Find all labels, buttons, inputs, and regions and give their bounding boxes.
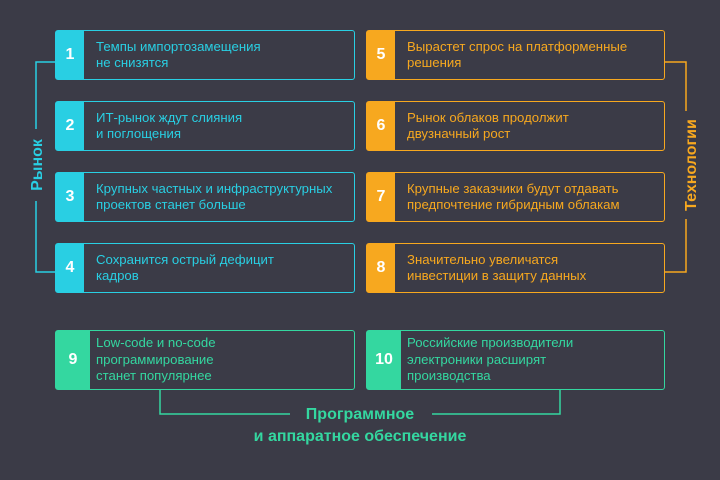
prediction-card-1: 1 Темпы импортозамещения не снизятся <box>55 30 355 80</box>
prediction-card-6: 6 Рынок облаков продолжит двузначный рос… <box>366 101 665 151</box>
prediction-card-7: 7 Крупные заказчики будут отдавать предп… <box>366 172 665 222</box>
card-number: 3 <box>56 173 84 221</box>
card-text: Рынок облаков продолжит двузначный рост <box>407 109 569 142</box>
software-bracket-right <box>432 390 561 415</box>
prediction-card-9: 9 Low-code и no-code программирование ст… <box>55 330 355 390</box>
prediction-card-4: 4 Сохранится острый дефицит кадров <box>55 243 355 293</box>
card-text: Крупные заказчики будут отдавать предпоч… <box>407 180 620 213</box>
software-bracket <box>159 390 290 415</box>
card-number: 10 <box>367 331 401 389</box>
card-text: Темпы импортозамещения не снизятся <box>96 38 261 71</box>
card-number: 2 <box>56 102 84 150</box>
card-text: Сохранится острый дефицит кадров <box>96 251 274 284</box>
card-text: Вырастет спрос на платформенные решения <box>407 38 628 71</box>
prediction-card-2: 2 ИТ-рынок ждут слияния и поглощения <box>55 101 355 151</box>
market-group-label: Рынок <box>29 129 47 201</box>
card-text: Low-code и no-code программирование стан… <box>96 335 216 384</box>
prediction-card-5: 5 Вырастет спрос на платформенные решени… <box>366 30 665 80</box>
card-number: 8 <box>367 244 395 292</box>
software-hardware-group-label: Программное и аппаратное обеспечение <box>253 406 467 445</box>
card-number: 4 <box>56 244 84 292</box>
card-number: 7 <box>367 173 395 221</box>
card-number: 5 <box>367 31 395 79</box>
card-text: ИТ-рынок ждут слияния и поглощения <box>96 109 243 142</box>
prediction-card-10: 10 Российские производители электроники … <box>366 330 665 390</box>
prediction-card-3: 3 Крупных частных и инфраструктурных про… <box>55 172 355 222</box>
card-number: 6 <box>367 102 395 150</box>
card-text: Значительно увеличатся инвестиции в защи… <box>407 251 587 284</box>
card-number: 9 <box>56 331 90 389</box>
card-text: Российские производители электроники рас… <box>407 335 574 384</box>
prediction-card-8: 8 Значительно увеличатся инвестиции в за… <box>366 243 665 293</box>
card-number: 1 <box>56 31 84 79</box>
card-text: Крупных частных и инфраструктурных проек… <box>96 180 333 213</box>
technology-group-label: Технологии <box>683 111 701 219</box>
